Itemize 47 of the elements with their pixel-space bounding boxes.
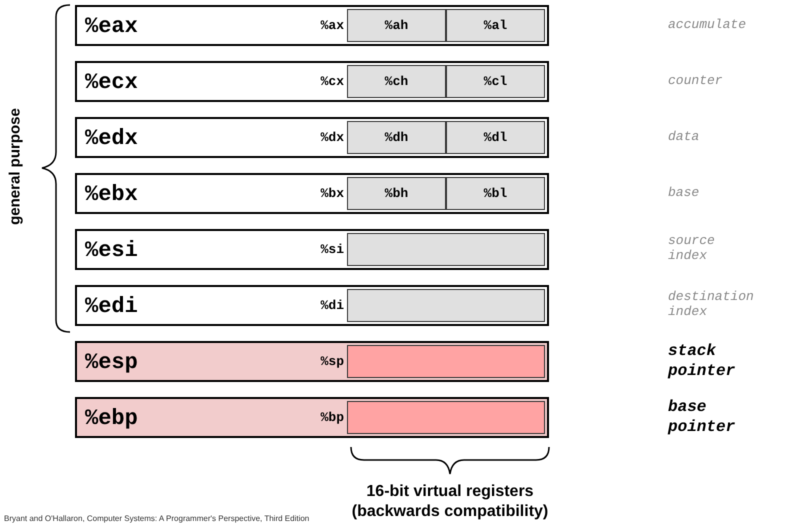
register-box [75, 5, 549, 46]
register-label: %di [320, 298, 344, 314]
register-label: %bx [320, 186, 344, 202]
register-name: %edx [85, 127, 138, 151]
register-description: data [668, 129, 700, 144]
register-label: %ax [320, 18, 344, 34]
register-label: %si [320, 242, 344, 258]
register-box [75, 117, 549, 158]
register-name: %ebx [85, 183, 138, 207]
source-note: Bryant and O'Hallaron, Computer Systems: A Programmer's Perspective, Third Edition [4, 514, 310, 523]
register-name: %ecx [85, 71, 138, 95]
register-description: destination index [668, 289, 755, 319]
register-box [75, 285, 549, 326]
register-label: %cx [320, 74, 344, 90]
register-label: %sp [320, 354, 344, 370]
register-description: base pointer [668, 397, 736, 437]
group-label: general purpose [6, 107, 24, 227]
register-label: %bp [320, 410, 344, 426]
byte-register-box: %bh [347, 177, 446, 210]
register-box [75, 173, 549, 214]
caption-text: 16-bit virtual registers (backwards compatibility) [350, 482, 550, 522]
register-name: %esp [85, 351, 138, 375]
register-description: counter [668, 73, 724, 88]
register-name: %ebp [85, 407, 138, 431]
byte-register-box: %dl [446, 121, 545, 154]
byte-register-box: %ah [347, 9, 446, 42]
register-segment [347, 401, 545, 434]
register-description: accumulate [668, 17, 748, 32]
register-description: stack pointer [668, 341, 736, 381]
register-box [75, 341, 549, 382]
register-segment [347, 233, 545, 266]
byte-register-box: %dh [347, 121, 446, 154]
register-name: %esi [85, 239, 138, 263]
register-name: %edi [85, 295, 138, 319]
register-name: %eax [85, 15, 138, 39]
register-box [75, 397, 549, 438]
register-segment [347, 345, 545, 378]
register-box [75, 229, 549, 270]
byte-register-box: %ch [347, 65, 446, 98]
byte-register-box: %al [446, 9, 545, 42]
register-label: %dx [320, 130, 344, 146]
register-segment [347, 289, 545, 322]
byte-register-box: %cl [446, 65, 545, 98]
register-description: base [668, 185, 700, 200]
register-description: source index [668, 233, 716, 263]
byte-register-box: %bl [446, 177, 545, 210]
register-box [75, 61, 549, 102]
